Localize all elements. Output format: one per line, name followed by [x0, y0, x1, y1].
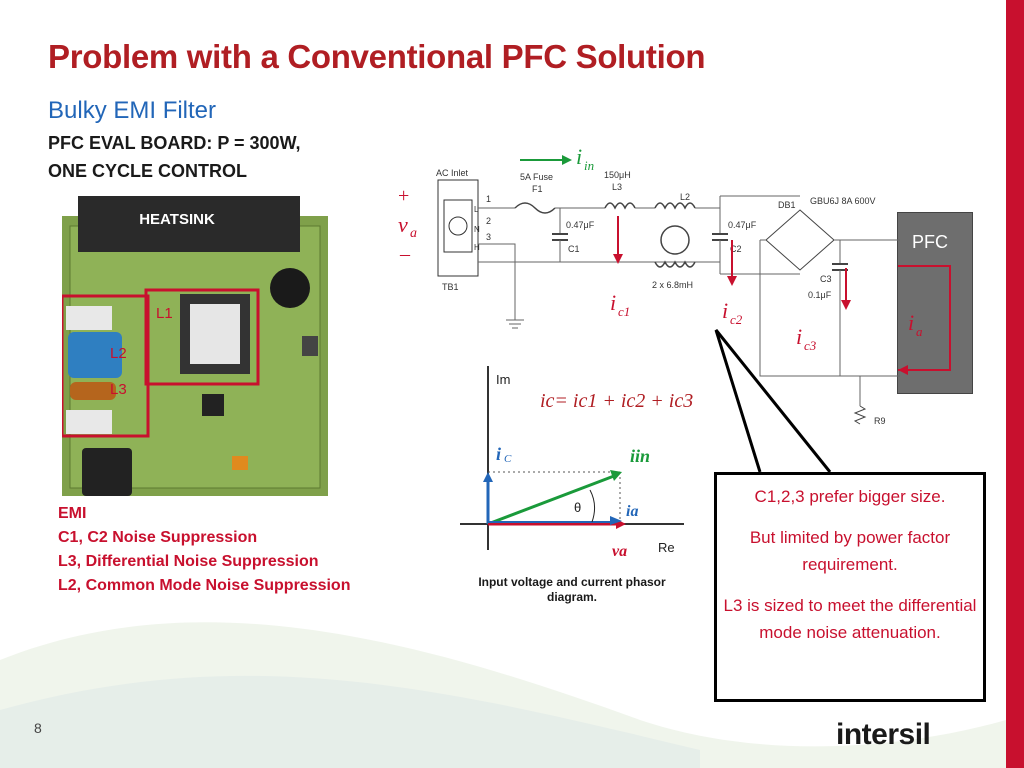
iin-phasor-label: iin: [630, 446, 650, 466]
emi-line-1: C1, C2 Noise Suppression: [58, 529, 258, 546]
c2-value: 0.47μF: [728, 220, 757, 230]
axis-re-label: Re: [658, 540, 675, 555]
phasor-diagram: Im Re θ i C iin ia va: [460, 366, 684, 560]
va-minus: –: [399, 243, 411, 265]
ic-phasor-symbol: i: [496, 444, 501, 464]
fuse-label: 5A Fuse: [520, 172, 553, 182]
pfc-label: PFC: [912, 232, 948, 252]
pfc-block: [897, 212, 973, 394]
callout-box: C1,2,3 prefer bigger size. But limited b…: [714, 472, 986, 702]
ic3-symbol: i: [796, 324, 802, 349]
l3-label: L3: [612, 182, 622, 192]
callout-text-2: But limited by power factor requirement.: [749, 528, 951, 574]
pin-h-label: H: [474, 243, 480, 252]
ac-inlet-label: AC Inlet: [436, 168, 469, 178]
ic3-subscript: c3: [804, 338, 817, 353]
ia-phasor-label: ia: [626, 503, 638, 520]
ic2-symbol: i: [722, 298, 728, 323]
right-accent-bar: [1006, 0, 1024, 768]
emi-notes: EMI C1, C2 Noise Suppression L3, Differe…: [58, 502, 350, 598]
c1-value: 0.47μF: [566, 220, 595, 230]
board-label-line1: PFC EVAL BOARD: P = 300W,: [48, 133, 301, 153]
va-plus: +: [398, 185, 409, 207]
bridge-label: GBU6J 8A 600V: [810, 196, 876, 206]
ic2-subscript: c2: [730, 312, 743, 327]
pfc-eval-board-photo: HEATSINK L1 L2 L3: [62, 196, 328, 496]
pin2-label: 2: [486, 216, 491, 226]
l2-label: L2: [680, 192, 690, 202]
callout-pointer: [714, 329, 832, 473]
c3-label: C3: [820, 274, 832, 284]
callout-text-1: C1,2,3 prefer bigger size.: [754, 487, 946, 506]
background-swoosh: [0, 622, 1006, 768]
photo-l2-label: L2: [110, 345, 127, 362]
tb1-label: TB1: [442, 282, 459, 292]
c1-label: C1: [568, 244, 580, 254]
l2-value: 2 x 6.8mH: [652, 280, 693, 290]
c3-value: 0.1μF: [808, 290, 832, 300]
callout-text-3: L3 is sized to meet the differential mod…: [723, 596, 977, 642]
l3-value: 150μH: [604, 170, 631, 180]
current-equation: ic= ic1 + ic2 + ic3: [540, 390, 694, 412]
iin-subscript: in: [584, 158, 594, 173]
pin-n-label: N: [474, 225, 480, 234]
emi-filter-schematic: + v a – i in AC Inlet TB1 1 2 3 L N H 5A…: [398, 144, 951, 426]
pin1-label: 1: [486, 194, 491, 204]
c2-label: C2: [730, 244, 742, 254]
emi-heading: EMI: [58, 505, 87, 522]
page-number: 8: [34, 720, 42, 736]
emi-line-3: L2, Common Mode Noise Suppression: [58, 577, 351, 594]
phasor-caption: Input voltage and current phasor diagram…: [478, 575, 666, 604]
emi-line-2: L3, Differential Noise Suppression: [58, 553, 319, 570]
photo-l1-label: L1: [156, 305, 173, 322]
heatsink-label: HEATSINK: [139, 211, 215, 228]
ic1-symbol: i: [610, 290, 616, 315]
ic1-subscript: c1: [618, 304, 630, 319]
axis-im-label: Im: [496, 372, 510, 387]
ic-phasor-subscript: C: [504, 453, 512, 465]
iin-symbol: i: [576, 144, 582, 169]
photo-l3-label: L3: [110, 381, 127, 398]
ia-subscript: a: [916, 324, 923, 339]
r9-label: R9: [874, 416, 886, 426]
board-label-line2: ONE CYCLE CONTROL: [48, 161, 248, 181]
va-phasor-label: va: [612, 543, 627, 560]
va-subscript: a: [410, 226, 417, 241]
intersil-logo: intersil: [836, 718, 931, 751]
db1-label: DB1: [778, 200, 796, 210]
f1-label: F1: [532, 184, 543, 194]
slide-title: Problem with a Conventional PFC Solution: [48, 38, 706, 75]
theta-label: θ: [574, 500, 581, 515]
slide-subtitle: Bulky EMI Filter: [48, 97, 217, 124]
ia-symbol: i: [908, 310, 914, 335]
pin3-label: 3: [486, 232, 491, 242]
va-symbol: v: [398, 212, 408, 237]
pin-l-label: L: [474, 205, 479, 214]
